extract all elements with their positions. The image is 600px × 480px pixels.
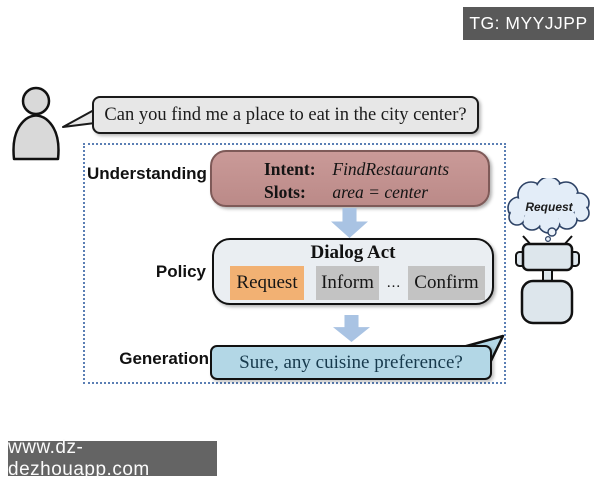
person-icon xyxy=(12,86,60,161)
act-chip-request: Request xyxy=(230,266,304,300)
slots-row: Slots: area = center xyxy=(264,181,488,204)
robot-icon: Request xyxy=(507,178,590,325)
stage-label-generation: Generation xyxy=(119,349,209,368)
user-utterance-text: Can you find me a place to eat in the ci… xyxy=(104,104,467,125)
pipeline-frame xyxy=(83,143,506,384)
act-chip-inform: Inform xyxy=(316,266,379,300)
act-ellipsis: ... xyxy=(386,274,402,291)
watermark-bottom-badge: www.dz-dezhouapp.com xyxy=(8,437,217,480)
slots-value: area = center xyxy=(332,182,429,202)
slots-key: Slots: xyxy=(264,182,306,202)
intent-key: Intent: xyxy=(264,159,316,179)
generation-response-bubble: Sure, any cuisine preference? xyxy=(210,345,492,380)
robot-thought-text: Request xyxy=(525,200,573,214)
intent-value: FindRestaurants xyxy=(332,159,450,179)
user-utterance-bubble: Can you find me a place to eat in the ci… xyxy=(92,96,479,134)
generation-response-text: Sure, any cuisine preference? xyxy=(239,351,463,373)
user-bubble-tail xyxy=(62,109,96,128)
act-chip-confirm: Confirm xyxy=(408,266,485,300)
understanding-box: Intent: FindRestaurants Slots: area = ce… xyxy=(210,150,490,207)
watermark-top-badge: TG: MYYJJPP xyxy=(463,7,594,40)
watermark-top-text: TG: MYYJJPP xyxy=(469,13,588,33)
intent-row: Intent: FindRestaurants xyxy=(264,158,488,181)
stage-label-policy: Policy xyxy=(155,262,206,281)
dialog-act-title: Dialog Act xyxy=(310,242,396,263)
policy-box: Dialog Act Request Inform ... Confirm xyxy=(212,238,494,305)
stage-label-understanding: Understanding xyxy=(87,164,207,183)
watermark-bottom-text: www.dz-dezhouapp.com xyxy=(8,436,150,480)
